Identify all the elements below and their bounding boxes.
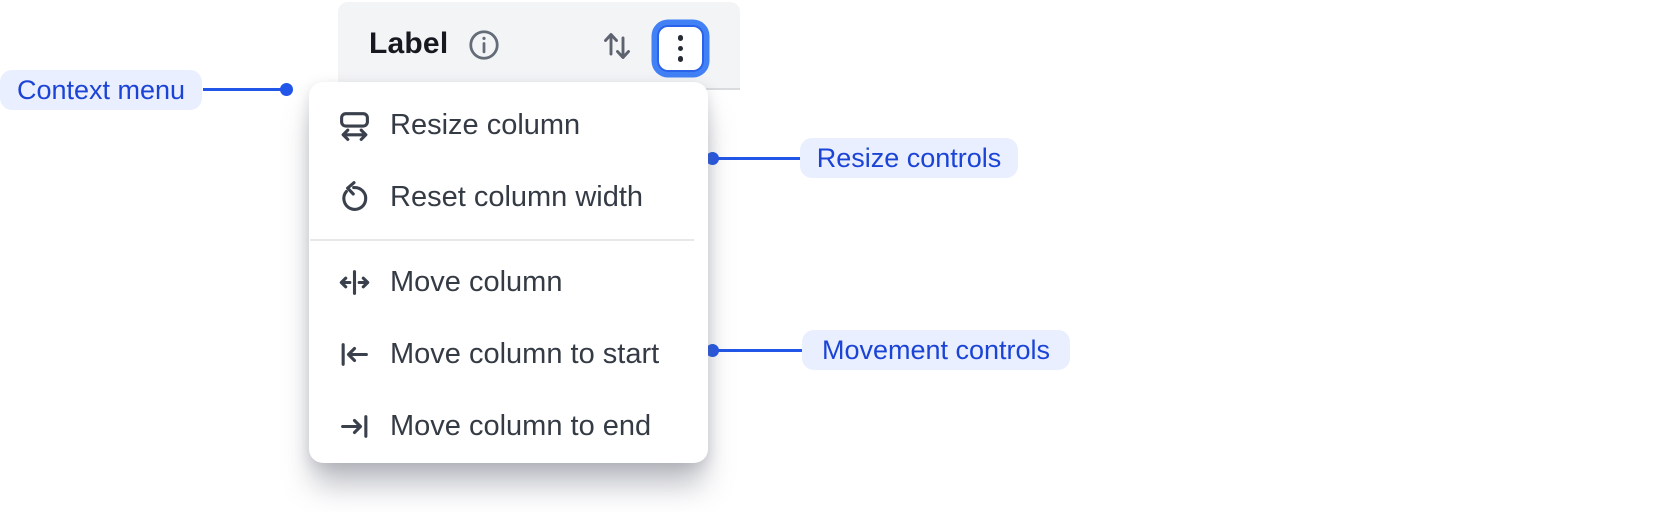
menu-item-label: Resize column bbox=[390, 108, 581, 141]
menu-item-move-column[interactable]: Move column bbox=[309, 247, 708, 319]
menu-item-label: Move column to end bbox=[390, 410, 652, 442]
move-column-icon bbox=[338, 266, 371, 299]
reset-width-icon bbox=[338, 180, 371, 214]
annotation-connector-dot bbox=[706, 152, 719, 165]
annotation-context-menu: Context menu bbox=[0, 70, 202, 110]
menu-item-resize-column[interactable]: Resize column bbox=[309, 89, 708, 161]
move-to-start-icon bbox=[338, 338, 371, 371]
kebab-dot bbox=[677, 35, 684, 41]
annotation-connector-line bbox=[717, 349, 803, 352]
column-title: Label bbox=[369, 27, 449, 60]
sort-arrows-icon[interactable] bbox=[601, 28, 633, 63]
resize-horizontal-icon bbox=[338, 109, 371, 142]
kebab-dot bbox=[677, 45, 684, 52]
menu-item-move-column-to-end[interactable]: Move column to end bbox=[309, 391, 708, 463]
annotation-connector-line bbox=[203, 88, 282, 91]
kebab-dot bbox=[677, 56, 684, 62]
menu-item-label: Reset column width bbox=[390, 180, 644, 213]
annotation-connector-dot bbox=[706, 344, 719, 357]
annotation-connector-line bbox=[717, 157, 801, 160]
menu-item-label: Move column bbox=[390, 266, 563, 298]
menu-divider bbox=[310, 239, 694, 241]
column-menu-kebab-button[interactable] bbox=[657, 25, 704, 72]
info-icon[interactable] bbox=[468, 29, 500, 61]
menu-item-reset-column-width[interactable]: Reset column width bbox=[309, 161, 708, 233]
menu-item-move-column-to-start[interactable]: Move column to start bbox=[309, 319, 708, 391]
move-to-end-icon bbox=[338, 410, 371, 443]
menu-item-label: Move column to start bbox=[390, 338, 660, 370]
annotation-connector-dot bbox=[280, 83, 293, 96]
annotation-movement-controls: Movement controls bbox=[802, 330, 1070, 370]
annotation-resize-controls: Resize controls bbox=[800, 138, 1018, 178]
column-context-menu: Resize column Reset column width bbox=[309, 82, 708, 463]
table-column-header: Label bbox=[338, 2, 740, 90]
